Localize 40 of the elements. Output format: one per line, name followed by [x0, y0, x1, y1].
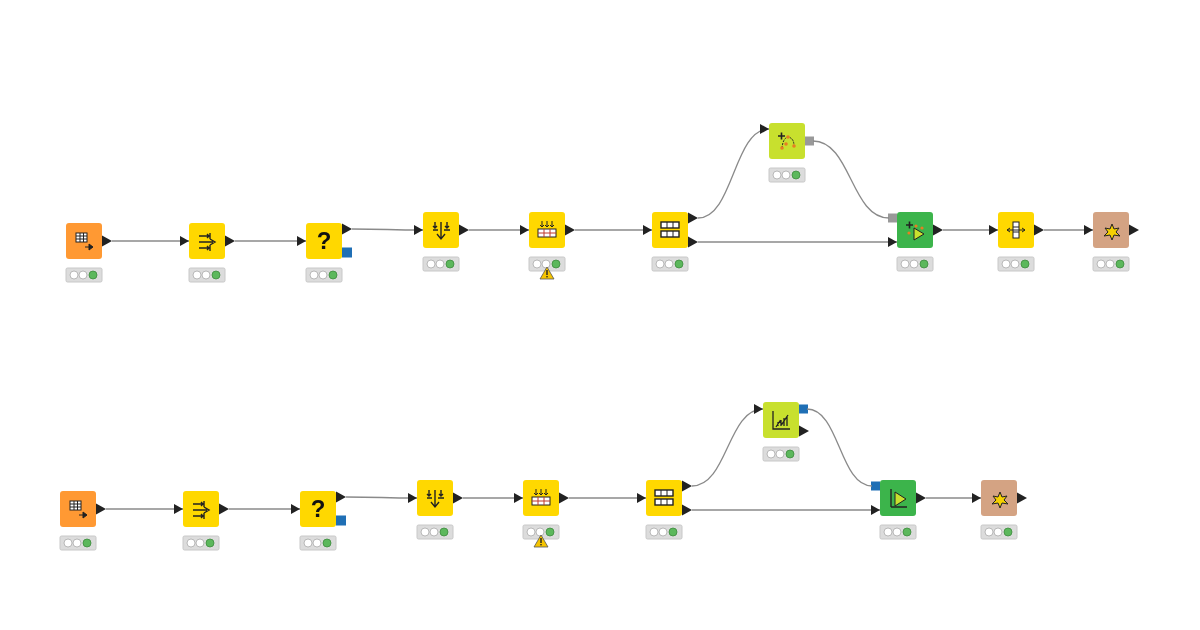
arrow — [105, 504, 184, 514]
workflow-node — [300, 491, 336, 527]
node-symbol: ? — [310, 497, 326, 521]
workflow-node — [306, 223, 342, 259]
workflow-node — [417, 480, 453, 516]
workflow-node — [189, 223, 225, 259]
workflow-node — [529, 212, 565, 248]
workflow-node — [897, 212, 933, 248]
arrow — [925, 493, 982, 503]
arrow — [568, 493, 647, 503]
connection-line — [812, 140, 890, 219]
arrow — [574, 225, 653, 235]
connection-line — [806, 408, 873, 487]
arrow — [228, 504, 301, 514]
workflow-node — [880, 480, 916, 516]
arrow — [691, 405, 764, 487]
arrow — [697, 237, 898, 247]
workflow-node — [183, 491, 219, 527]
arrow — [942, 225, 999, 235]
workflow-node — [998, 212, 1034, 248]
workflow-node — [60, 491, 96, 527]
workflow-node — [1093, 212, 1129, 248]
workflow-node — [646, 480, 682, 516]
workflow-node — [981, 480, 1017, 516]
workflow-node — [66, 223, 102, 259]
arrow — [691, 505, 881, 515]
arrow — [234, 236, 307, 246]
workflow-node — [523, 480, 559, 516]
workflow-node — [763, 402, 799, 438]
arrow — [1043, 225, 1094, 235]
arrow — [462, 493, 524, 503]
workflow-node — [769, 123, 805, 159]
node-symbol: ? — [316, 229, 332, 253]
arrow — [345, 493, 418, 503]
workflow-node — [652, 212, 688, 248]
arrow — [468, 225, 530, 235]
arrow — [111, 236, 190, 246]
arrow — [697, 126, 770, 219]
workflow-node — [423, 212, 459, 248]
arrow — [351, 225, 424, 235]
